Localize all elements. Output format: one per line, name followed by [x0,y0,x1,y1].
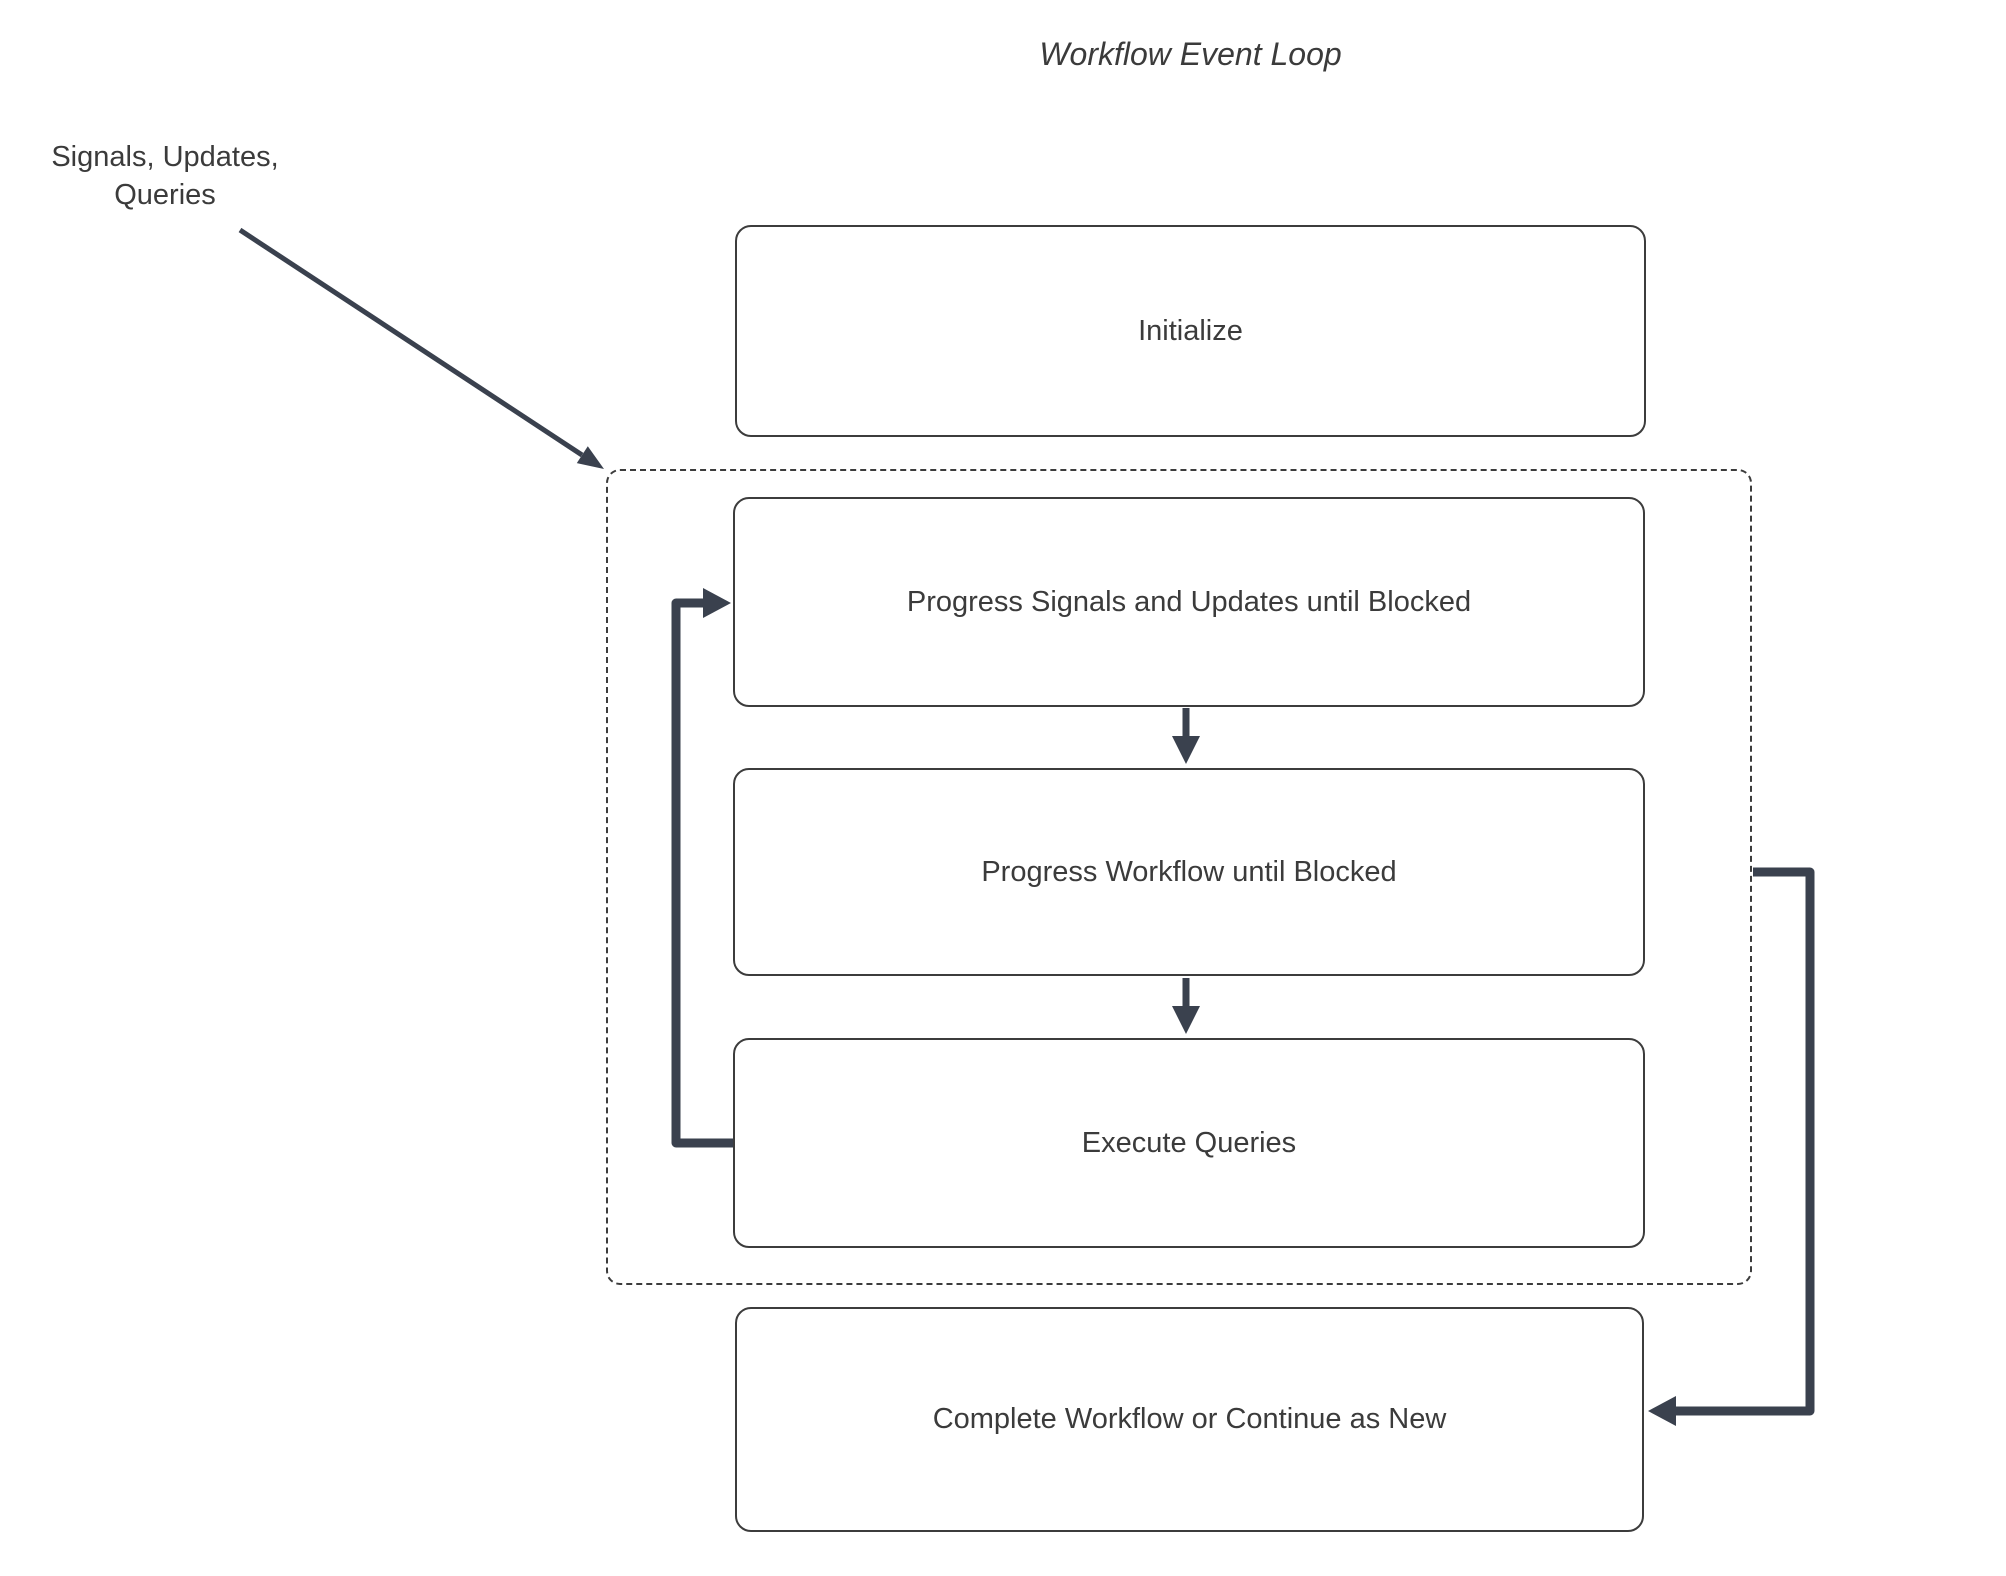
node-progress-signals: Progress Signals and Updates until Block… [733,497,1645,707]
node-progress-workflow: Progress Workflow until Blocked [733,768,1645,976]
node-complete-workflow: Complete Workflow or Continue as New [735,1307,1644,1532]
node-execute-queries-label: Execute Queries [1081,1126,1297,1159]
node-execute-queries: Execute Queries [733,1038,1645,1248]
arrowhead-icon [576,446,604,469]
node-complete-workflow-label: Complete Workflow or Continue as New [932,1403,1447,1435]
arrowhead-icon [1172,1006,1200,1034]
edge-loop-to-complete [1648,867,1815,1426]
diagram-title: Workflow Event Loop [1039,36,1342,72]
edge-external-input [238,227,604,469]
event-loop-dashed-container [606,469,1752,1285]
node-initialize: Initialize [735,225,1646,437]
edge-signals-to-workflow [1172,708,1200,764]
node-progress-workflow-label: Progress Workflow until Blocked [981,855,1397,888]
edge-workflow-to-queries [1172,978,1200,1034]
arrowhead-icon [1648,1396,1676,1426]
node-progress-signals-label: Progress Signals and Updates until Block… [906,585,1472,618]
external-input-label: Signals, Updates, Queries [51,141,279,211]
arrowhead-icon [703,588,731,618]
edge-queries-back-to-signals [671,588,733,1148]
node-initialize-label: Initialize [1138,314,1243,347]
arrowhead-icon [1172,736,1200,764]
